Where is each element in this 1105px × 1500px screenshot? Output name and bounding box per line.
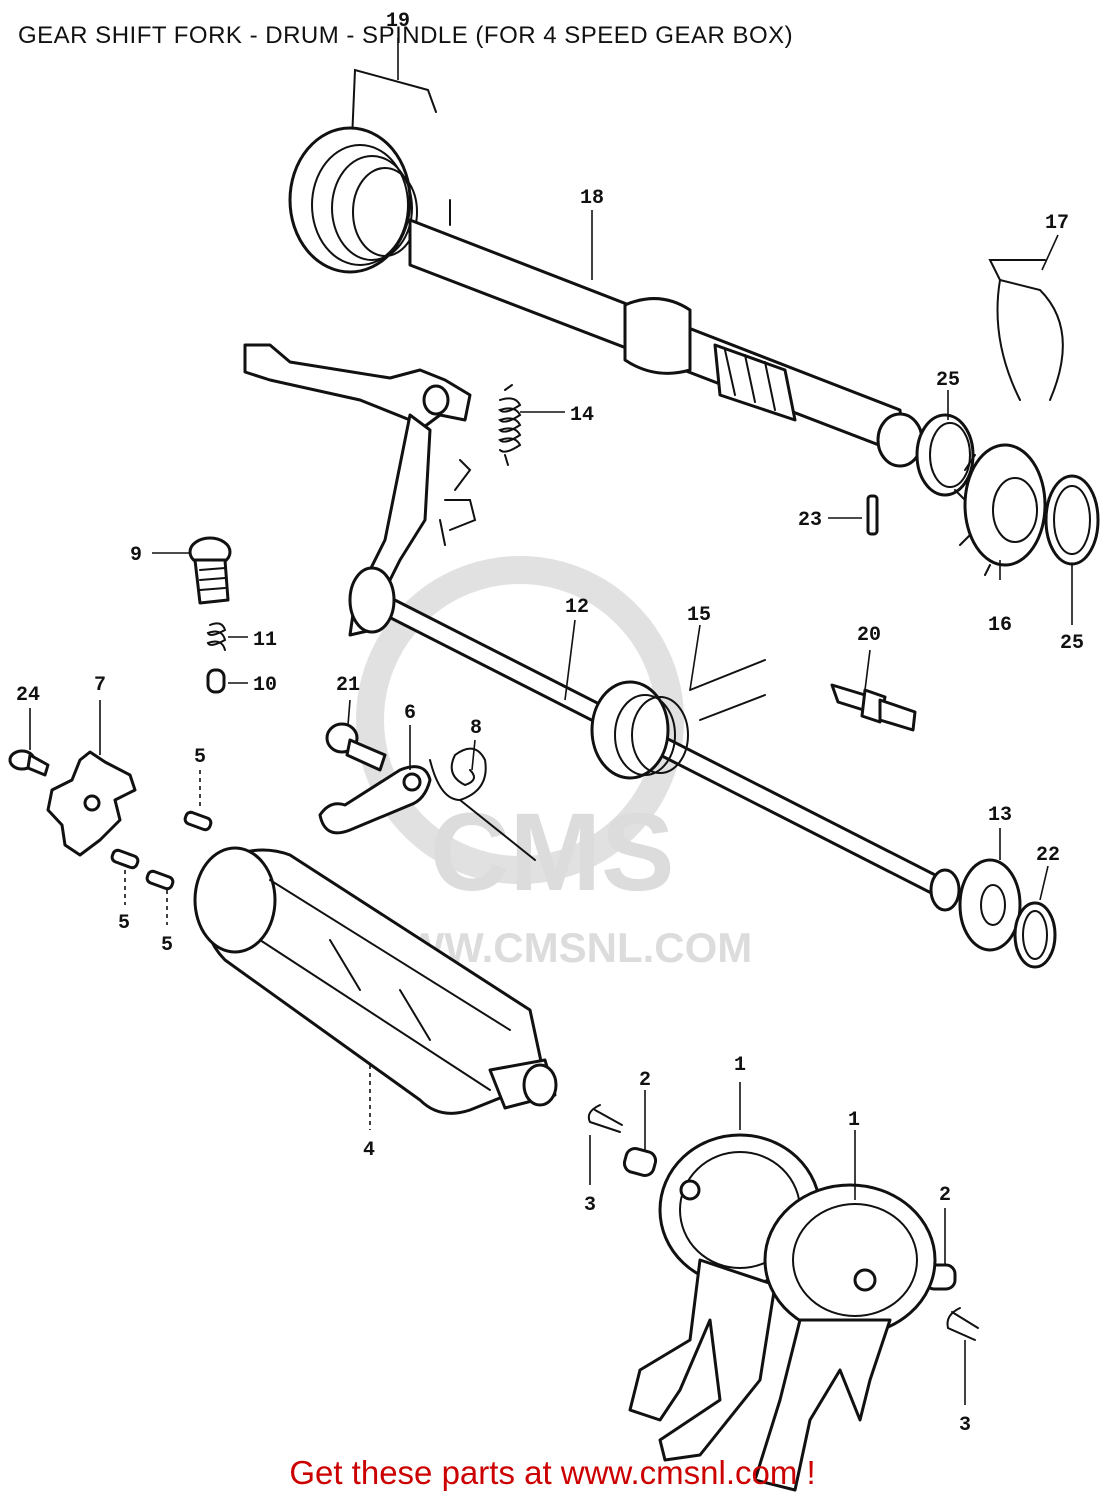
- return-spring-15: [590, 659, 766, 780]
- clip-3b: [946, 1307, 979, 1341]
- bolt-21: [325, 722, 387, 772]
- callout-3b: 3: [959, 1414, 971, 1437]
- leader-lines: [29, 38, 1073, 1405]
- circlip-22: [1013, 901, 1057, 969]
- plunger-10: [206, 668, 226, 694]
- callout-2b: 2: [939, 1184, 951, 1207]
- callout-15: 15: [687, 604, 711, 627]
- circlip-25b: [1044, 474, 1100, 566]
- callout-21: 21: [336, 674, 360, 697]
- stopper-plate-7: [46, 750, 137, 857]
- callout-22: 22: [1036, 844, 1060, 867]
- callouts: 19 18 17 25 14 23 9 12 15 16 20 11 25 10…: [16, 10, 1084, 1437]
- callout-25b: 25: [1060, 632, 1084, 655]
- callout-17: 17: [1045, 212, 1069, 235]
- diagram-title: GEAR SHIFT FORK - DRUM - SPINDLE (FOR 4 …: [18, 22, 794, 49]
- callout-14: 14: [570, 404, 594, 427]
- callout-5b: 5: [118, 912, 130, 935]
- callout-18: 18: [580, 187, 604, 210]
- callout-19: 19: [386, 10, 410, 33]
- bolt-20: [830, 683, 917, 732]
- callout-7: 7: [94, 674, 106, 697]
- callout-9: 9: [130, 544, 142, 567]
- washer-13: [958, 858, 1022, 952]
- shift-drum-4: [193, 846, 558, 1115]
- callout-1a: 1: [734, 1054, 746, 1077]
- callout-10: 10: [253, 674, 277, 697]
- kick-spindle-18: [408, 199, 924, 468]
- spring-8: [429, 747, 536, 861]
- callout-11: 11: [253, 629, 277, 652]
- callout-24: 24: [16, 684, 40, 707]
- callout-12: 12: [565, 596, 589, 619]
- callout-25a: 25: [936, 369, 960, 392]
- gear-16: [954, 443, 1047, 576]
- pin-5a: [183, 810, 213, 832]
- bolt-9: [188, 536, 232, 605]
- clip-3a: [587, 1104, 623, 1133]
- callout-4: 4: [363, 1139, 375, 1162]
- callout-20: 20: [857, 624, 881, 647]
- pin-2a: [622, 1147, 658, 1177]
- callout-16: 16: [988, 614, 1012, 637]
- callout-23: 23: [798, 509, 822, 532]
- watermark-brand: CMS: [430, 791, 674, 914]
- stopper-arm-6: [318, 765, 432, 835]
- shift-fork-1b: [753, 1183, 937, 1492]
- callout-8: 8: [470, 717, 482, 740]
- screw-24: [8, 749, 50, 777]
- footer-link[interactable]: Get these parts at www.cmsnl.com !: [289, 1454, 816, 1491]
- pin-5c: [145, 869, 175, 891]
- callout-6: 6: [404, 702, 416, 725]
- callout-13: 13: [988, 804, 1012, 827]
- callout-1b: 1: [848, 1109, 860, 1132]
- clip-17: [988, 259, 1064, 401]
- callout-2a: 2: [639, 1069, 651, 1092]
- spring-19: [288, 68, 437, 274]
- callout-3a: 3: [584, 1194, 596, 1217]
- pin-5b: [110, 848, 140, 870]
- callout-5a: 5: [194, 746, 206, 769]
- pin-23: [866, 494, 879, 536]
- callout-5c: 5: [161, 934, 173, 957]
- spring-14: [498, 384, 522, 466]
- circlip-25a: [915, 413, 975, 497]
- spring-11: [206, 622, 227, 651]
